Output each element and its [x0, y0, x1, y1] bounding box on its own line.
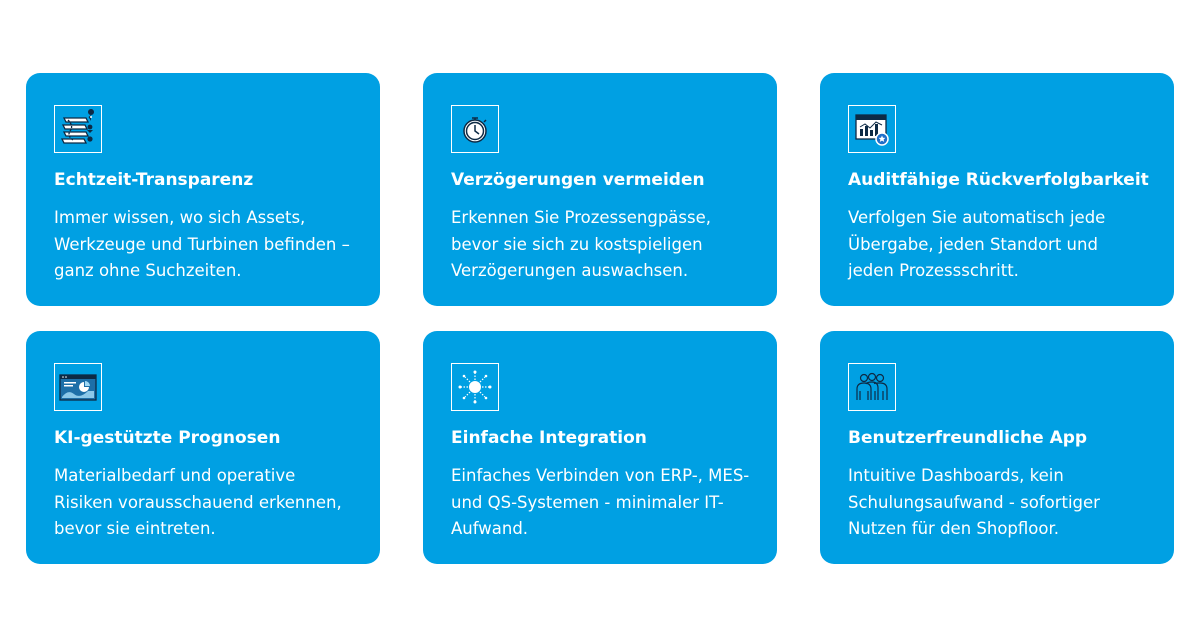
card-description: Verfolgen Sie automatisch jede Übergabe,…: [848, 208, 1106, 280]
feature-card-easy-integration: Einfache Integration Einfaches Verbinden…: [423, 331, 777, 564]
feature-card-realtime-transparency: Echtzeit-Transparenz Immer wissen, wo si…: [26, 73, 380, 306]
card-title: KI-gestützte Prognosen: [54, 428, 281, 448]
feature-card-user-friendly-app: Benutzerfreundliche App Intuitive Dashbo…: [820, 331, 1174, 564]
forecast-dashboard-icon: [54, 363, 102, 411]
feature-card-ai-forecasts: KI-gestützte Prognosen Materialbedarf un…: [26, 331, 380, 564]
asset-tracking-icon: [54, 105, 102, 153]
card-title: Benutzerfreundliche App: [848, 428, 1088, 448]
card-description: Erkennen Sie Prozessengpässe, bevor sie …: [451, 208, 711, 280]
card-description: Einfaches Verbinden von ERP-, MES- und Q…: [451, 466, 750, 538]
feature-card-avoid-delays: Verzögerungen vermeiden Erkennen Sie Pro…: [423, 73, 777, 306]
audit-chart-icon: [848, 105, 896, 153]
card-description: Intuitive Dashboards, kein Schulungsaufw…: [848, 466, 1100, 538]
stopwatch-icon: [451, 105, 499, 153]
card-title: Einfache Integration: [451, 428, 647, 448]
integration-hub-icon: [451, 363, 499, 411]
card-description: Immer wissen, wo sich Assets, Werkzeuge …: [54, 208, 350, 280]
feature-grid: Echtzeit-Transparenz Immer wissen, wo si…: [26, 73, 1174, 564]
card-title: Auditfähige Rückverfolgbarkeit: [848, 170, 1149, 190]
card-title: Echtzeit-Transparenz: [54, 170, 254, 190]
card-description: Materialbedarf und operative Risiken vor…: [54, 466, 342, 538]
users-group-icon: [848, 363, 896, 411]
feature-card-audit-traceability: Auditfähige Rückverfolgbarkeit Verfolgen…: [820, 73, 1174, 306]
card-title: Verzögerungen vermeiden: [451, 170, 705, 190]
